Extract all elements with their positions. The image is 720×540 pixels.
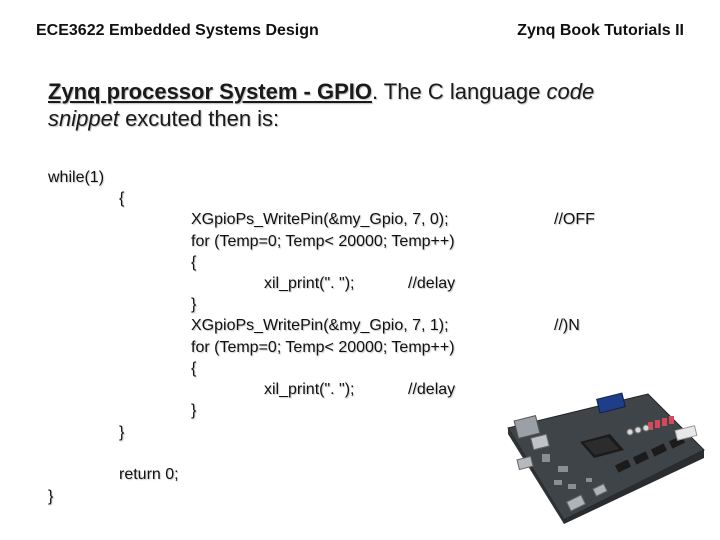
code-write-off: XGpioPs_WritePin(&my_Gpio, 7, 0); (191, 211, 449, 228)
title-italic-snippet: snippet (48, 106, 119, 131)
code-close-brace-1: } (191, 296, 197, 313)
code-comment-delay-1: //delay (408, 275, 456, 292)
code-print-2: xil_print(". "); (264, 381, 355, 398)
header-course-title: ECE3622 Embedded Systems Design (36, 22, 319, 39)
code-for-1: for (Temp=0; Temp< 20000; Temp++) (191, 233, 455, 250)
code-close-brace-main: } (48, 488, 54, 505)
code-comment-delay-2: //delay (408, 381, 456, 398)
code-comment-on: //)N (554, 317, 580, 334)
code-while: while(1) (48, 169, 105, 186)
code-for-2: for (Temp=0; Temp< 20000; Temp++) (191, 339, 455, 356)
zybo-board-image (507, 392, 705, 524)
code-write-on: XGpioPs_WritePin(&my_Gpio, 7, 1); (191, 317, 449, 334)
code-close-brace-while: } (119, 424, 125, 441)
code-close-brace-2: } (191, 402, 197, 419)
slide-title: Zynq processor System - GPIO. The C lang… (48, 78, 688, 132)
title-line2-rest: excuted then is: (118, 106, 280, 131)
code-open-brace-2: { (191, 360, 197, 377)
code-open-brace-outer: { (119, 190, 125, 207)
title-bold-part: Zynq processor System - GPIO (48, 79, 372, 104)
title-italic-code: code (546, 79, 595, 104)
title-plain-part: . The C language (371, 79, 547, 104)
code-comment-off: //OFF (554, 211, 595, 228)
header-tutorial-title: Zynq Book Tutorials II (517, 22, 684, 39)
code-open-brace-1: { (191, 254, 197, 271)
code-return: return 0; (119, 466, 179, 483)
code-print-1: xil_print(". "); (264, 275, 355, 292)
